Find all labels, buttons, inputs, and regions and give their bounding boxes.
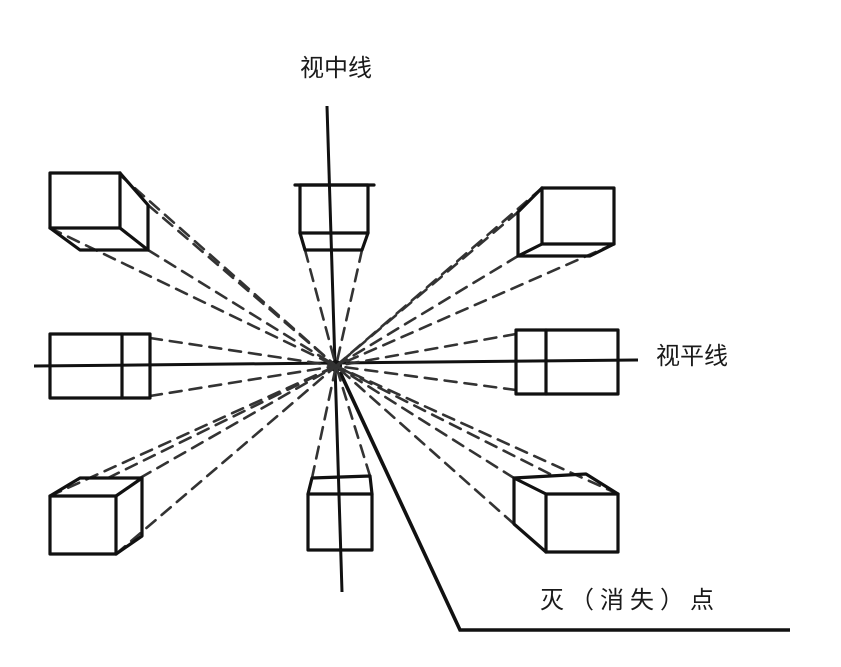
vanishing-point-label: 灭（消失）点 bbox=[540, 586, 720, 614]
convergence-line bbox=[334, 364, 620, 496]
convergence-line bbox=[334, 242, 616, 368]
convergence-line bbox=[148, 336, 338, 368]
cube-top-right bbox=[516, 186, 616, 258]
convergence-line bbox=[334, 210, 520, 368]
convergence-line bbox=[334, 364, 516, 480]
vanishing-point-pointer-line bbox=[338, 371, 790, 632]
convergence-line bbox=[303, 248, 338, 368]
cube-middle-right bbox=[514, 328, 620, 396]
convergence-line bbox=[334, 364, 518, 392]
convergence-line bbox=[310, 364, 338, 480]
convergence-line bbox=[334, 364, 516, 526]
convergence-line bbox=[334, 364, 552, 476]
cube-middle-left bbox=[48, 332, 152, 400]
convergence-line bbox=[138, 364, 338, 480]
convergence-line bbox=[114, 364, 338, 556]
convergence-line bbox=[148, 364, 338, 398]
convergence-line bbox=[334, 248, 364, 368]
view-center-line bbox=[325, 105, 344, 593]
view-center-line-label: 视中线 bbox=[300, 54, 372, 82]
convergence-line bbox=[334, 364, 372, 478]
convergence-line bbox=[146, 203, 338, 368]
convergence-line bbox=[106, 364, 338, 480]
cube-bottom-right bbox=[512, 472, 620, 554]
cube-top-left bbox=[48, 171, 150, 252]
cube-bottom-left bbox=[48, 476, 144, 556]
convergence-line bbox=[48, 364, 338, 498]
cube-bottom-center bbox=[306, 474, 374, 552]
horizon-line-label: 视平线 bbox=[656, 342, 728, 370]
cube-top-center bbox=[293, 183, 376, 252]
convergence-line bbox=[334, 332, 518, 368]
convergence-line bbox=[146, 248, 338, 368]
convergence-line bbox=[334, 254, 520, 368]
